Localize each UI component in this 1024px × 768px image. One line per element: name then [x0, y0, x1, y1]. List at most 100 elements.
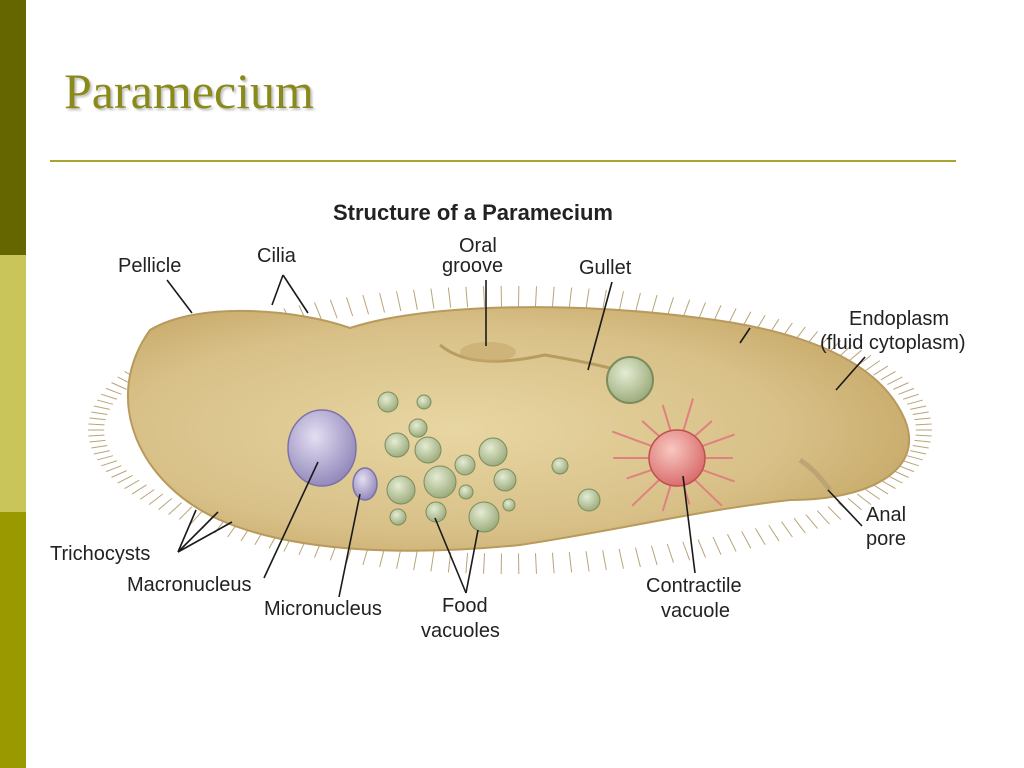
- cilium: [682, 541, 691, 561]
- diagram-title: Structure of a Paramecium: [333, 200, 613, 225]
- cilium: [465, 552, 469, 574]
- oral-groove-pit: [460, 342, 516, 362]
- cilium: [793, 517, 806, 534]
- label-cilia: Cilia: [257, 245, 297, 267]
- cilium: [887, 475, 903, 484]
- cilium: [568, 287, 573, 308]
- radiating-canal: [699, 433, 735, 448]
- cilium: [124, 479, 140, 490]
- cilium: [413, 550, 418, 571]
- cilium: [362, 294, 369, 315]
- cilium: [551, 552, 555, 574]
- cilium: [139, 489, 155, 500]
- cilium: [97, 455, 114, 461]
- cilium: [568, 552, 573, 573]
- cilium: [89, 417, 106, 421]
- cilium: [105, 387, 122, 395]
- gullet-vacuole: [606, 356, 654, 404]
- radiating-canal: [699, 468, 735, 483]
- cilium: [914, 417, 931, 421]
- cilium: [873, 484, 889, 495]
- radiating-canal: [631, 477, 662, 507]
- cilium: [727, 534, 737, 552]
- cilium: [168, 502, 182, 516]
- cilium: [712, 536, 722, 555]
- side-bar-segment-bottom: [0, 512, 26, 768]
- cilium: [91, 444, 108, 449]
- slide-title: Paramecium: [64, 63, 314, 119]
- radiating-canal: [681, 398, 694, 434]
- radiating-canal: [612, 430, 655, 448]
- cilium: [902, 393, 919, 400]
- cilium: [379, 292, 386, 313]
- radiating-canal: [661, 404, 673, 434]
- cilium: [329, 299, 338, 319]
- cilium: [430, 551, 435, 572]
- cilium: [906, 455, 923, 461]
- cilium: [754, 528, 766, 545]
- cilium: [915, 434, 932, 437]
- label-macronucleus: Macronucleus: [127, 574, 252, 596]
- cilium: [914, 439, 931, 443]
- cilium: [97, 399, 114, 405]
- cilium: [847, 349, 862, 363]
- label-anal-pore-line1: Anal: [866, 504, 906, 526]
- cilium: [534, 553, 537, 574]
- cilium: [634, 292, 641, 313]
- cilium: [781, 521, 793, 538]
- label-endoplasm-line2: (fluid cytoplasm): [820, 332, 966, 354]
- cilium: [101, 393, 118, 400]
- cilium: [148, 493, 164, 505]
- cilium: [602, 289, 607, 310]
- cilium: [912, 411, 929, 416]
- cilium: [101, 460, 118, 467]
- cilium: [880, 479, 896, 490]
- anal-pore: [798, 457, 832, 492]
- cilium: [910, 450, 927, 455]
- cilium: [111, 470, 127, 478]
- radiating-canal: [692, 420, 713, 439]
- label-endoplasm-line1: Endoplasm: [849, 308, 949, 330]
- contractile-vacuole: [648, 429, 706, 487]
- label-contractile-vacuole-line1: Contractile: [646, 575, 742, 597]
- cilium: [865, 360, 881, 371]
- cilium: [430, 288, 435, 309]
- label-contractile-vacuole-line2: vacuole: [661, 600, 730, 622]
- cilium: [912, 444, 929, 449]
- cilium: [898, 387, 915, 395]
- cilium: [117, 475, 133, 484]
- cilium: [345, 297, 354, 317]
- radiating-canal: [692, 477, 723, 507]
- cilium: [873, 365, 889, 376]
- cilium: [447, 287, 452, 308]
- label-oral-groove-line2: groove: [442, 255, 503, 277]
- cilium: [697, 539, 706, 558]
- label-pellicle: Pellicle: [118, 255, 181, 277]
- cilium: [915, 423, 932, 426]
- cilium: [634, 547, 641, 568]
- cilium: [618, 548, 624, 569]
- cilium: [816, 510, 830, 525]
- macronucleus: [287, 409, 357, 487]
- cilium: [190, 510, 204, 525]
- cilium: [483, 553, 486, 574]
- cilium: [585, 288, 590, 309]
- cilium: [847, 497, 862, 511]
- cilium: [465, 286, 469, 308]
- title-divider: [50, 160, 956, 162]
- side-bar: [0, 0, 26, 768]
- radiating-canal: [641, 420, 662, 439]
- radiating-canal: [626, 468, 655, 480]
- cilium: [396, 548, 402, 569]
- cilium: [618, 291, 624, 312]
- cilium: [651, 294, 658, 315]
- cilium: [158, 497, 173, 511]
- cilium: [88, 434, 105, 437]
- cilium: [396, 291, 402, 312]
- cilium: [893, 470, 909, 478]
- label-gullet: Gullet: [579, 257, 632, 279]
- label-anal-pore-line2: pore: [866, 528, 906, 550]
- side-bar-segment-top: [0, 0, 26, 255]
- cilium: [105, 465, 122, 473]
